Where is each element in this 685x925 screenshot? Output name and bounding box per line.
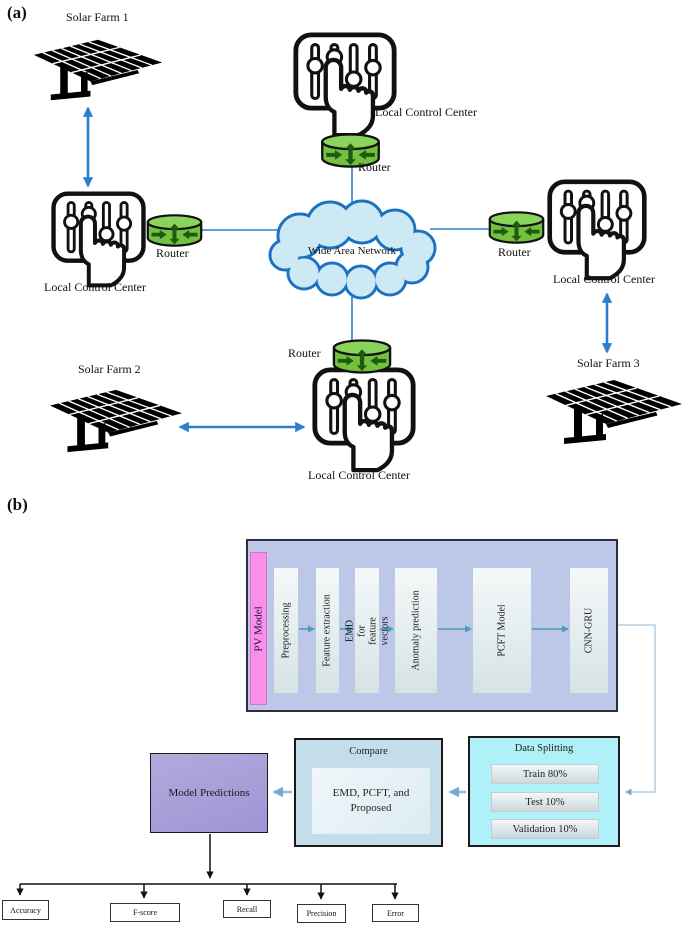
stage-pcft-model: PCFT Model	[473, 568, 531, 693]
router-bottom-label: Router	[288, 346, 321, 360]
pv-model-label: PV Model	[252, 605, 265, 652]
metric-error: Error	[372, 904, 419, 922]
router-right-icon	[488, 211, 545, 244]
test-split-item: Test 10%	[491, 792, 599, 812]
lcc-right-label: Local Control Center	[553, 272, 655, 286]
router-right-label: Router	[498, 245, 531, 259]
validation-split-item: Validation 10%	[491, 819, 599, 839]
metric-f-score: F-score	[110, 903, 180, 922]
lcc-bottom-label: Local Control Center	[308, 468, 410, 482]
model-predictions-label: Model Predictions	[168, 787, 250, 799]
solar-farm-2-label: Solar Farm 2	[78, 362, 141, 376]
metric-accuracy: Accuracy	[2, 900, 49, 920]
stage-anomaly-prediction: Anomaly prediction	[395, 568, 437, 693]
farm-links	[82, 106, 613, 433]
pv-model-strip: PV Model	[250, 552, 267, 705]
lcc-top-label: Local Control Center	[375, 105, 477, 119]
solar-farm-3-label: Solar Farm 3	[577, 356, 640, 370]
compare-title: Compare	[349, 746, 388, 757]
metric-precision: Precision	[297, 904, 346, 923]
model-predictions-box: Model Predictions	[150, 753, 268, 833]
control-center-top-icon	[296, 35, 394, 135]
stage-anomaly-prediction-label: Anomaly prediction	[410, 590, 422, 671]
control-center-bottom-icon	[315, 370, 413, 470]
router-left-label: Router	[156, 246, 189, 260]
solar-farm-1-label: Solar Farm 1	[66, 10, 129, 24]
stage-feature-extraction-label: Feature extraction	[322, 594, 333, 667]
stage-emd: EMD for feature vectors	[344, 568, 390, 693]
train-split-item: Train 80%	[491, 764, 599, 784]
stage-cnn-gru-label: CNN-GRU	[583, 607, 595, 654]
router-bottom-icon	[332, 339, 392, 374]
data-splitting-title: Data Splitting	[514, 743, 574, 754]
metric-recall: Recall	[223, 900, 271, 918]
wan-label: Wide Area Network	[307, 245, 397, 257]
router-top-label: Router	[358, 160, 391, 174]
stage-pcft-model-label: PCFT Model	[496, 604, 508, 657]
router-left-icon	[146, 214, 203, 247]
lcc-left-label: Local Control Center	[44, 280, 146, 294]
compare-box: Compare EMD, PCFT, and Proposed	[294, 738, 443, 847]
solar-panel-3-icon	[545, 379, 683, 445]
stage-preprocessing-label: Preprocessing	[280, 602, 292, 659]
compare-body: EMD, PCFT, and Proposed	[312, 768, 430, 834]
panel-b-label: (b)	[7, 495, 28, 514]
panel-a-label: (a)	[7, 3, 27, 22]
control-center-right-icon	[550, 182, 645, 278]
stage-preprocessing: Preprocessing	[274, 568, 298, 693]
solar-panel-2-icon	[49, 389, 183, 453]
stage-cnn-gru: CNN-GRU	[570, 568, 608, 693]
cnn-to-datasplit-connector	[618, 624, 656, 796]
data-splitting-box: Data Splitting Train 80% Test 10% Valida…	[468, 736, 620, 847]
solar-panel-1-icon	[33, 39, 163, 101]
stage-feature-extraction: Feature extraction	[316, 568, 339, 693]
control-center-left-icon	[54, 194, 144, 286]
stage-emd-label: EMD for feature vectors	[344, 616, 390, 645]
